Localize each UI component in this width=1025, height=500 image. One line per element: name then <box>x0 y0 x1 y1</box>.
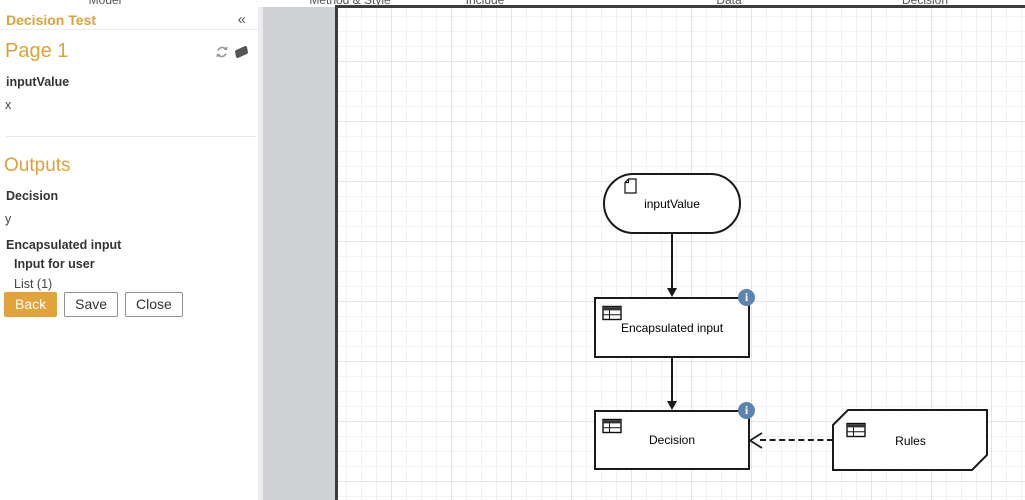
page-title: Page 1 <box>5 40 69 62</box>
close-button[interactable]: Close <box>125 292 183 317</box>
info-icon[interactable]: i <box>738 402 755 419</box>
panel-buttons: Back Save Close <box>4 292 183 317</box>
page-row: Page 1 <box>0 30 258 63</box>
tab-method-style[interactable]: Method & Style <box>309 0 390 6</box>
input-name: inputValue <box>6 75 70 89</box>
node-rules[interactable]: Rules <box>832 409 989 472</box>
collapsed-panel-strip <box>263 7 335 500</box>
decision-table-icon <box>602 418 622 434</box>
output-encapsulated-name: Encapsulated input <box>6 238 122 252</box>
node-label: Encapsulated input <box>620 320 724 335</box>
node-encapsulated-input[interactable]: Encapsulated input <box>594 297 750 358</box>
back-button[interactable]: Back <box>4 292 58 317</box>
document-icon <box>624 178 637 194</box>
edge-input-to-encapsulated[interactable] <box>671 233 673 290</box>
page-actions <box>215 44 249 59</box>
node-label: Rules <box>895 433 926 448</box>
node-label: inputValue <box>644 196 700 211</box>
open-arrowhead-icon <box>749 432 763 449</box>
divider <box>6 136 256 137</box>
output-decision-value: y <box>5 212 12 226</box>
output-decision-name: Decision <box>6 189 59 203</box>
tab-data[interactable]: Data <box>716 0 741 6</box>
output-input-for-user-value: List (1) <box>14 277 53 291</box>
arrowhead-icon <box>667 288 677 297</box>
node-label: Decision <box>648 433 696 447</box>
node-decision[interactable]: Decision <box>594 410 750 470</box>
arrowhead-icon <box>667 401 677 410</box>
info-icon[interactable]: i <box>738 289 755 306</box>
output-input-for-user-name: Input for user <box>14 257 95 271</box>
input-value: x <box>5 98 12 112</box>
decision-test-panel: Decision Test « Page 1 inputValue x Outp… <box>0 6 258 500</box>
scrollbar-track[interactable] <box>258 7 263 500</box>
edge-encapsulated-to-decision[interactable] <box>671 358 673 403</box>
decision-table-icon <box>602 305 622 321</box>
decision-table-icon <box>846 422 866 438</box>
eraser-icon[interactable] <box>234 44 249 59</box>
top-toolbar: Model Method & Style Include Data Decisi… <box>0 0 1025 6</box>
refresh-icon[interactable] <box>215 45 229 59</box>
outputs-heading: Outputs <box>4 155 71 176</box>
collapse-panel-icon[interactable]: « <box>237 11 246 28</box>
panel-header: Decision Test « <box>0 6 258 30</box>
tab-include[interactable]: Include <box>466 0 505 6</box>
save-button[interactable]: Save <box>64 292 119 317</box>
panel-title: Decision Test <box>6 11 96 28</box>
edge-rules-to-decision[interactable] <box>760 439 833 441</box>
tab-model[interactable]: Model <box>89 0 122 6</box>
tab-decision[interactable]: Decision <box>902 0 948 6</box>
node-input-data[interactable]: inputValue <box>603 173 741 234</box>
